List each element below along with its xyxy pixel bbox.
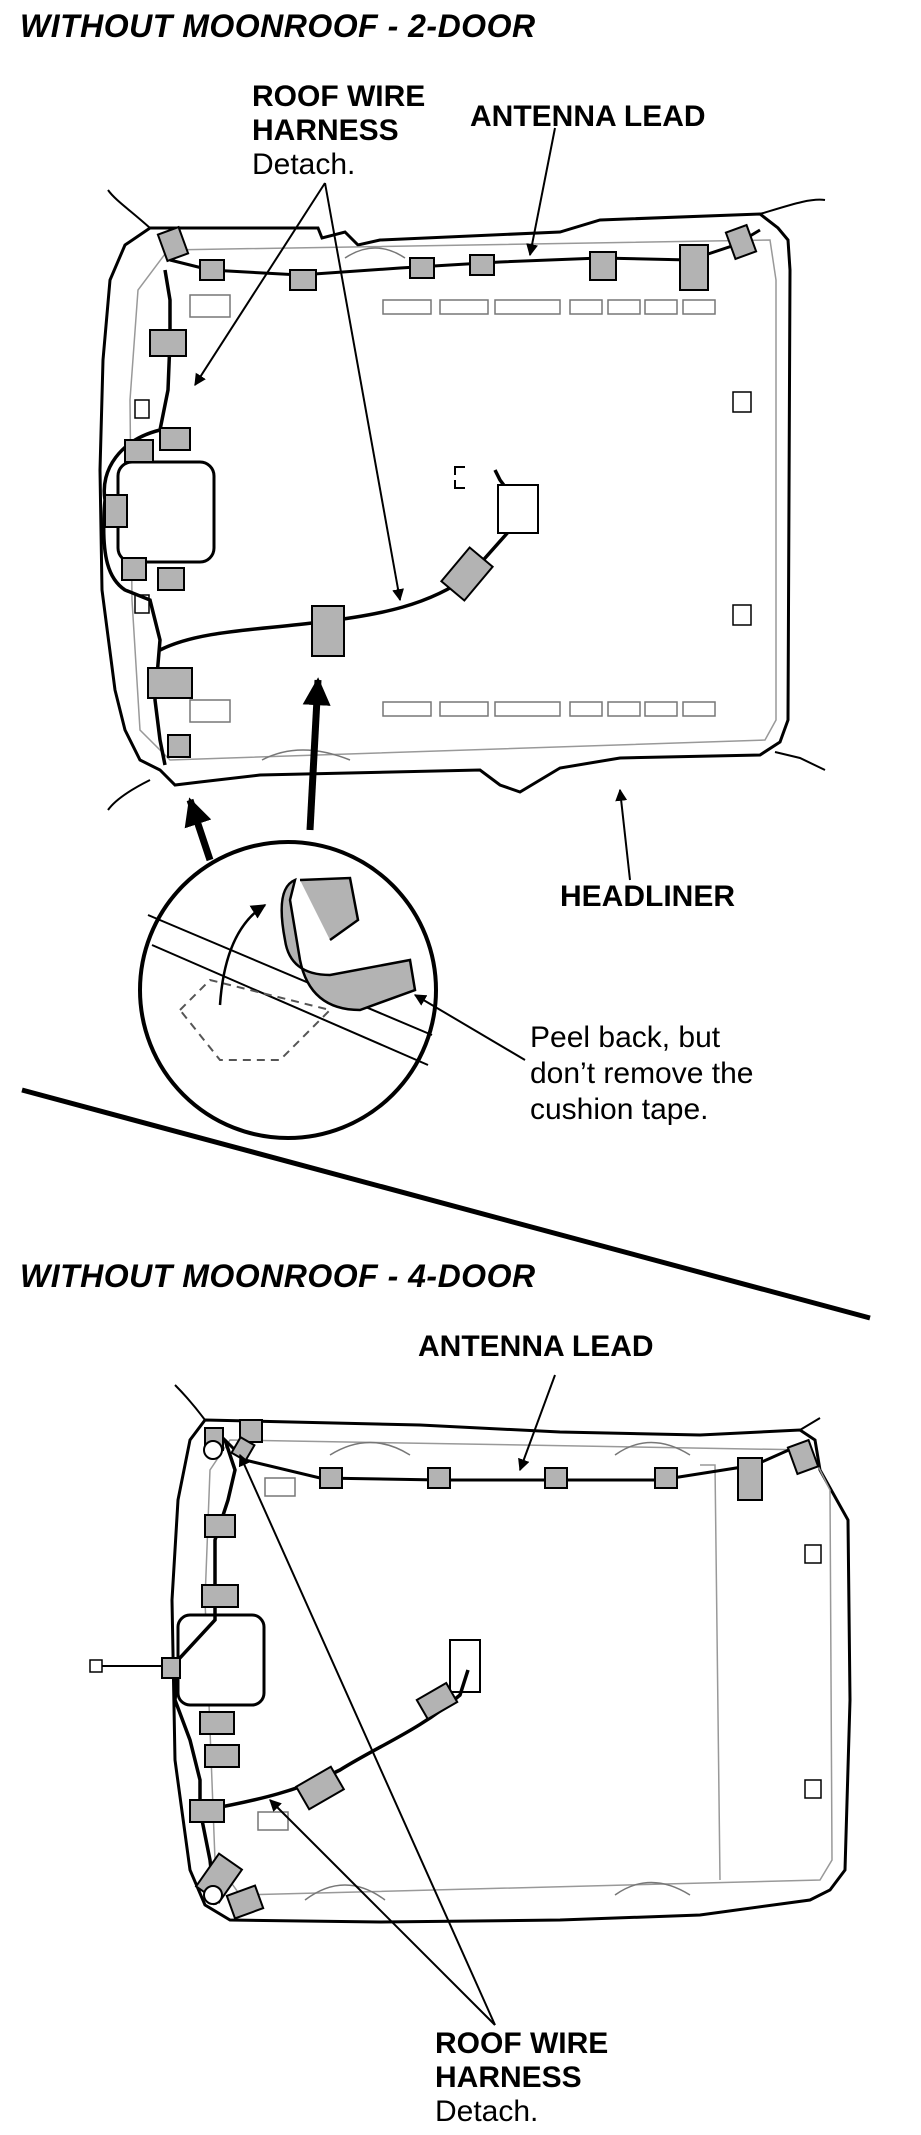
leaders-2door (194, 127, 631, 881)
heading-4door: WITHOUT MOONROOF - 4-DOOR (20, 1258, 536, 1294)
leaders-4door (238, 1374, 556, 2026)
label-roof-wire-harness-4door-line2: HARNESS (435, 2061, 582, 2094)
label-antenna-lead-4door: ANTENNA LEAD (418, 1330, 654, 1363)
label-roof-wire-harness-4door-action: Detach. (435, 2095, 539, 2128)
note-line1: Peel back, but (530, 1021, 721, 1054)
section-divider (21, 1087, 871, 1321)
label-roof-wire-harness-line1: ROOF WIRE (252, 80, 426, 113)
label-headliner: HEADLINER (560, 880, 736, 913)
heading-2door: WITHOUT MOONROOF - 2-DOOR (20, 8, 536, 44)
headliner-2door (98, 189, 826, 811)
cushion-tape-detail (138, 840, 526, 1140)
antenna-lead-2door (169, 228, 761, 277)
label-roof-wire-harness-4door-line1: ROOF WIRE (435, 2027, 609, 2060)
label-roof-wire-harness-line2: HARNESS (252, 114, 399, 147)
dome-light-opening-2door (116, 460, 216, 564)
note-line2: don’t remove the (530, 1057, 754, 1090)
headliner-4door (89, 1384, 852, 1924)
label-roof-wire-harness-4door: ROOF WIRE HARNESS Detach. (435, 2027, 608, 2129)
dome-light-opening-4door (176, 1613, 266, 1707)
label-roof-wire-harness-action: Detach. (252, 148, 356, 181)
label-roof-wire-harness-2door: ROOF WIRE HARNESS Detach. (252, 80, 425, 182)
note-cushion-tape: Peel back, but don’t remove the cushion … (530, 1020, 753, 1128)
label-antenna-lead-2door: ANTENNA LEAD (470, 100, 706, 133)
note-line3: cushion tape. (530, 1093, 709, 1126)
